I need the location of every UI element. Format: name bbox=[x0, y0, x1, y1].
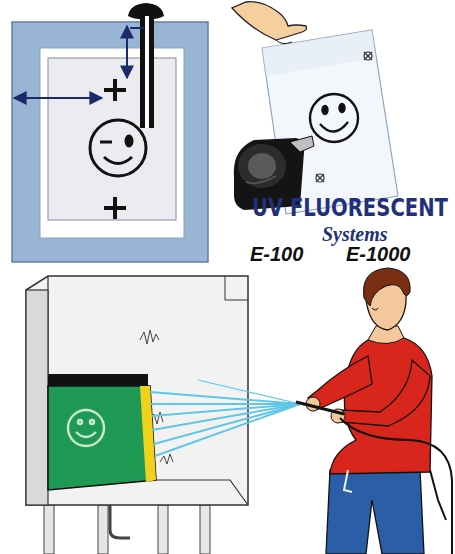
operator-part bbox=[430, 470, 446, 520]
film-sheet-part bbox=[364, 52, 372, 60]
dimension-arrow-part bbox=[130, 27, 144, 29]
washout-booth-part bbox=[200, 505, 210, 554]
tape-dispenser-part bbox=[290, 136, 314, 152]
water-spray-part bbox=[155, 404, 300, 456]
screen-in-booth bbox=[48, 374, 156, 490]
water-spray bbox=[150, 380, 300, 456]
screen-frame-part bbox=[40, 48, 184, 238]
hand-part bbox=[276, 40, 292, 44]
operator-part bbox=[296, 402, 344, 414]
washout-booth-part bbox=[160, 454, 173, 464]
hand bbox=[232, 2, 307, 44]
water-spray-part bbox=[154, 404, 300, 444]
washout-booth bbox=[26, 276, 248, 554]
dimension-arrow-part bbox=[14, 97, 102, 99]
water-spray-part bbox=[198, 380, 300, 404]
washout-booth-part bbox=[110, 505, 130, 538]
washout-booth-part bbox=[225, 276, 248, 300]
screen-frame-part bbox=[48, 58, 176, 220]
tape-dispenser-part bbox=[248, 153, 276, 179]
dimension-arrow-part bbox=[126, 26, 128, 78]
film-sheet-part bbox=[340, 104, 345, 112]
water-spray-part bbox=[150, 392, 300, 404]
film-sheet-part bbox=[310, 94, 358, 142]
operator-part bbox=[344, 470, 352, 492]
registration-mark-part bbox=[104, 197, 126, 219]
operator-part bbox=[340, 418, 452, 554]
model-name: E-1000 bbox=[346, 244, 411, 264]
water-spray-part bbox=[152, 404, 300, 430]
operator-part bbox=[364, 268, 411, 306]
squeegee-clamp-part bbox=[145, 16, 149, 128]
screen-in-booth-part bbox=[90, 420, 94, 424]
logo-subtitle: Systems bbox=[322, 224, 388, 244]
screen-in-booth-part bbox=[76, 432, 96, 437]
screen-frame bbox=[12, 22, 208, 262]
film-sheet-part bbox=[320, 122, 348, 132]
film-sheet-part bbox=[316, 52, 372, 182]
film-sheet-part bbox=[316, 174, 324, 182]
washout-booth-part bbox=[26, 276, 48, 505]
washout-booth-part bbox=[26, 276, 248, 505]
smiley-positive-part bbox=[104, 157, 132, 164]
squeegee-clamp-part bbox=[149, 16, 154, 128]
film-sheet-part bbox=[316, 174, 324, 182]
operator-part bbox=[326, 470, 424, 554]
washout-booth-part bbox=[158, 505, 168, 554]
screen-in-booth-part bbox=[140, 386, 156, 482]
hand-part bbox=[232, 2, 307, 40]
model-name: E-100 bbox=[250, 244, 303, 264]
dimension-arrow bbox=[14, 26, 144, 98]
tape-dispenser-part bbox=[246, 176, 276, 183]
washout-booth-part bbox=[98, 505, 108, 554]
screen-in-booth-part bbox=[68, 410, 104, 446]
operator-part bbox=[372, 308, 378, 310]
operator bbox=[296, 268, 452, 554]
operator-part bbox=[330, 338, 432, 474]
film-sheet-part bbox=[364, 52, 372, 60]
screen-in-booth-part bbox=[68, 410, 104, 446]
squeegee-clamp bbox=[128, 3, 164, 128]
smiley-positive-part bbox=[90, 120, 146, 176]
screen-frame-part bbox=[12, 22, 208, 262]
smiley-positive-part bbox=[126, 136, 132, 146]
tape-dispenser-part bbox=[238, 144, 286, 188]
smiley-positive-part bbox=[100, 141, 112, 144]
screen-in-booth-part bbox=[48, 374, 148, 386]
registration-mark bbox=[104, 79, 126, 219]
squeegee-clamp-part bbox=[140, 16, 145, 128]
smiley-positive bbox=[90, 120, 146, 176]
film-sheet-part bbox=[323, 106, 328, 114]
washout-booth-part bbox=[44, 505, 54, 554]
operator-part bbox=[340, 360, 430, 426]
screen-in-booth-part bbox=[48, 386, 156, 490]
water-spray-part bbox=[150, 403, 300, 405]
logo-title: UV FLUORESCENT bbox=[252, 196, 448, 220]
film-sheet-part bbox=[310, 94, 358, 142]
washout-booth-part bbox=[26, 290, 48, 505]
washout-booth-part bbox=[140, 330, 159, 344]
registration-mark-part bbox=[104, 79, 126, 101]
screen-in-booth-part bbox=[78, 420, 82, 424]
